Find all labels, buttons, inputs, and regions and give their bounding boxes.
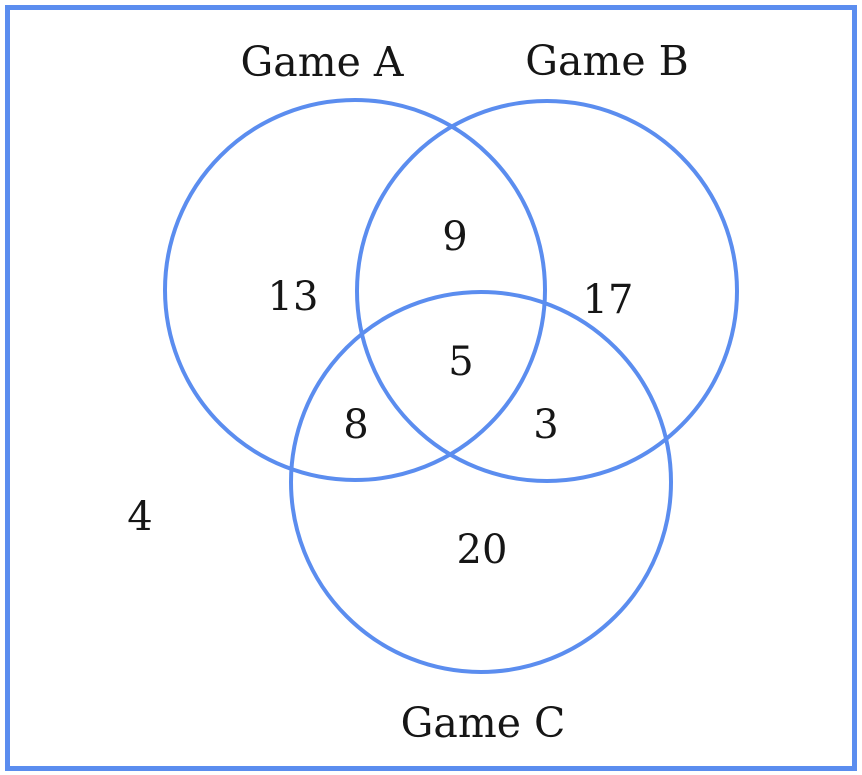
figure-border	[5, 5, 857, 771]
count-a-only: 13	[268, 274, 319, 320]
circle-game-c	[289, 290, 673, 674]
count-a-and-c-only: 8	[343, 402, 368, 448]
count-c-only: 20	[457, 527, 508, 573]
count-b-only: 17	[583, 277, 634, 323]
circle-game-a	[163, 98, 547, 482]
count-a-b-c: 5	[448, 339, 473, 385]
count-a-and-b-only: 9	[442, 214, 467, 260]
label-game-a: Game A	[241, 38, 405, 86]
count-b-and-c-only: 3	[533, 402, 558, 448]
circle-game-b	[355, 99, 739, 483]
label-game-c: Game C	[401, 699, 566, 747]
count-outside: 4	[127, 494, 152, 540]
label-game-b: Game B	[525, 37, 689, 85]
